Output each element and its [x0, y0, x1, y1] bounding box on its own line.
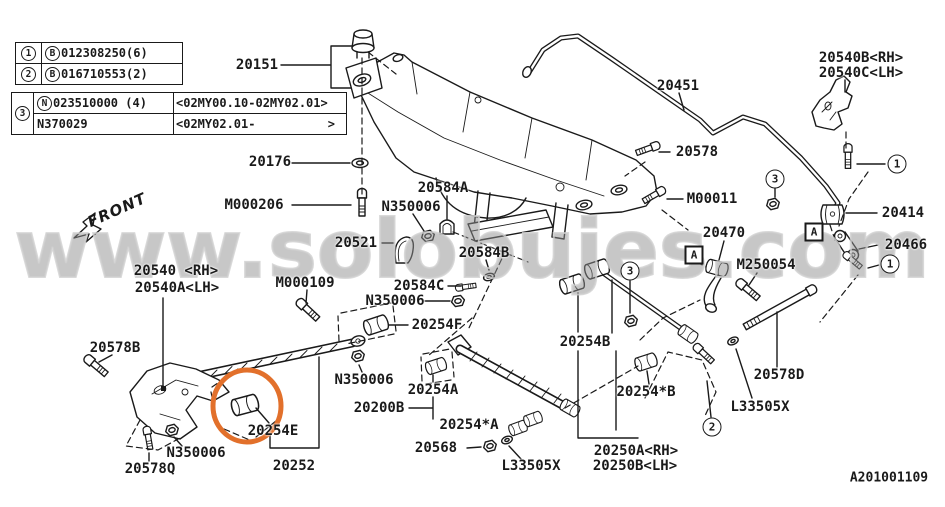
part-label-20540c-lh: 20540C<LH>	[818, 65, 904, 81]
part-label-m000206: M000206	[224, 197, 284, 213]
part-label-20250b-lh: 20250B<LH>	[592, 458, 678, 474]
lateral-links-art	[129, 270, 725, 440]
legend-part-number: 016710553(2)	[61, 67, 148, 81]
boxed-marker-a1: A	[804, 222, 824, 242]
part-label-20200b: 20200B	[353, 400, 405, 416]
circled-marker-3a: 3	[765, 169, 785, 189]
part-label-n350006-2: N350006	[365, 293, 425, 309]
front-arrow-icon	[73, 212, 102, 243]
legend-row: N370029 <02MY02.01- >	[34, 113, 346, 134]
part-label-20254f: 20254F	[411, 317, 463, 333]
part-label-20584b: 20584B	[458, 245, 510, 261]
part-label-20578q: 20578Q	[124, 461, 176, 477]
circled-ref: 2	[21, 66, 36, 82]
circled-letter-b-icon: B	[45, 66, 60, 82]
circled-letter-b-icon: B	[45, 45, 60, 61]
circled-marker-1a: 1	[887, 154, 907, 174]
watermark: www.solobujes.com	[15, 203, 930, 296]
part-label-20254-star-a: 20254*A	[439, 417, 499, 433]
part-label-20578: 20578	[675, 144, 719, 160]
part-label-20254b: 20254B	[559, 334, 611, 350]
part-label-20540-rh: 20540 <RH>	[133, 263, 219, 279]
legend-part-number: 012308250(6)	[61, 46, 148, 60]
part-label-20466: 20466	[884, 237, 928, 253]
part-label-20250a-rh: 20250A<RH>	[593, 443, 679, 459]
leader-lines	[98, 45, 886, 462]
part-label-20254-star-b: 20254*B	[616, 384, 676, 400]
legend-part-number: N370029	[37, 117, 88, 131]
part-label-n350006-3: N350006	[334, 372, 394, 388]
part-label-20578b: 20578B	[89, 340, 141, 356]
part-label-20254a: 20254A	[407, 382, 459, 398]
part-label-l33505x-2: L33505X	[730, 399, 790, 415]
boxed-marker-a2: A	[684, 245, 704, 265]
part-label-20254e: 20254E	[247, 423, 299, 439]
part-label-m250054: M250054	[736, 257, 796, 273]
legend-applicability: <02MY02.01- >	[176, 117, 335, 131]
circled-ref: 1	[21, 45, 36, 61]
part-label-m00011: M00011	[686, 191, 738, 207]
fasteners-art	[81, 140, 864, 454]
circled-marker-1b: 1	[880, 254, 900, 274]
part-label-20451: 20451	[656, 78, 700, 94]
circled-letter-n-icon: N	[37, 95, 52, 111]
highlight-circle	[210, 367, 284, 445]
part-label-20521: 20521	[334, 235, 378, 251]
part-label-20414: 20414	[881, 205, 925, 221]
part-label-20578d: 20578D	[753, 367, 805, 383]
part-label-l33505x-1: L33505X	[501, 458, 561, 474]
part-label-m000109: M000109	[275, 275, 335, 291]
phantom-lines	[125, 51, 869, 451]
drawing-code: A201001109	[849, 470, 929, 486]
part-label-20584a: 20584A	[417, 180, 469, 196]
part-label-20151: 20151	[235, 57, 279, 73]
part-label-20252: 20252	[272, 458, 316, 474]
part-label-20470: 20470	[702, 225, 746, 241]
legend-applicability: <02MY00.10-02MY02.01>	[176, 96, 328, 110]
part-label-n350006-4: N350006	[166, 445, 226, 461]
stabilizer-bar-art	[521, 33, 860, 262]
circled-ref: 3	[15, 106, 30, 121]
circled-marker-3b: 3	[620, 261, 640, 281]
circled-marker-2: 2	[702, 417, 722, 437]
part-label-20176: 20176	[248, 154, 292, 170]
part-label-20540b-rh: 20540B<RH>	[818, 50, 904, 66]
part-label-20540a-lh: 20540A<LH>	[134, 280, 220, 296]
crossmember-art	[345, 29, 658, 283]
part-label-n350006-1: N350006	[381, 199, 441, 215]
part-label-20584c: 20584C	[393, 278, 445, 294]
legend-part-number: 023510000 (4)	[53, 96, 147, 110]
part-label-20568: 20568	[414, 440, 458, 456]
